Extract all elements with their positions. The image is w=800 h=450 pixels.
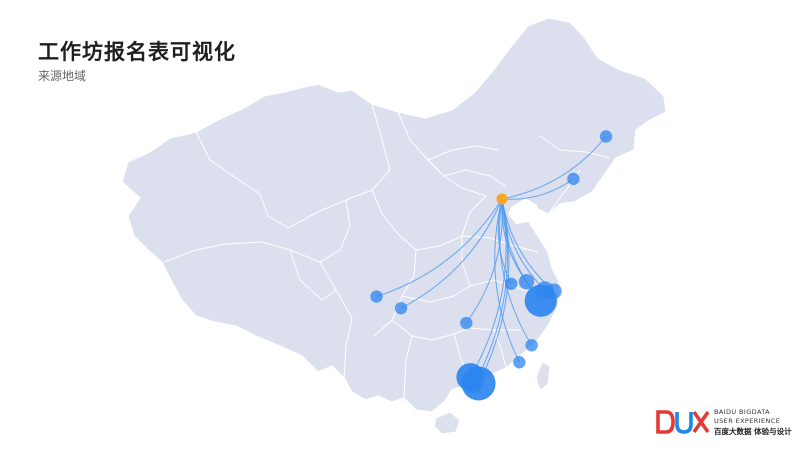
source-point-1[interactable] [567, 172, 580, 186]
flow-line-14 [473, 198, 509, 386]
flow-line-9 [465, 198, 503, 324]
logo-line-1: BAIDU BIGDATA [714, 408, 771, 416]
source-point-5[interactable] [518, 273, 535, 290]
source-point-2[interactable] [370, 290, 383, 303]
page-title: 工作坊报名表可视化 [38, 40, 236, 64]
flow-line-0 [501, 136, 607, 200]
page-subtitle: 来源地域 [38, 69, 87, 83]
flow-line-13 [478, 198, 510, 384]
source-point-10[interactable] [525, 339, 538, 352]
bohai-sea [508, 198, 538, 224]
flow-line-1 [501, 178, 574, 200]
source-point-3[interactable] [394, 301, 408, 315]
province-borders [163, 103, 611, 399]
source-point-14[interactable] [465, 377, 482, 394]
origin-point-beijing[interactable] [496, 193, 508, 205]
source-points [370, 130, 613, 401]
flow-line-2 [376, 198, 503, 297]
china-landmass [121, 17, 667, 413]
dux-logo: BAIDU BIGDATA USER EXPERIENCE 百度大数据 体验与设… [656, 408, 796, 438]
flow-line-12 [469, 198, 507, 378]
source-point-11[interactable] [513, 356, 526, 369]
flow-line-10 [498, 198, 533, 346]
source-point-8[interactable] [524, 284, 557, 317]
flow-lines [376, 136, 607, 386]
source-point-9[interactable] [460, 316, 473, 330]
logo-line-3: 百度大数据 体验与设计 [714, 427, 792, 436]
source-point-0[interactable] [599, 130, 613, 143]
taiwan-island [535, 361, 551, 391]
hainan-island [433, 411, 461, 435]
source-point-4[interactable] [504, 277, 518, 290]
logo-line-2: USER EXPERIENCE [714, 417, 781, 425]
flow-line-3 [400, 198, 503, 309]
dux-logo-mark [656, 410, 710, 434]
land-layer [121, 17, 667, 435]
flow-line-11 [494, 198, 520, 363]
